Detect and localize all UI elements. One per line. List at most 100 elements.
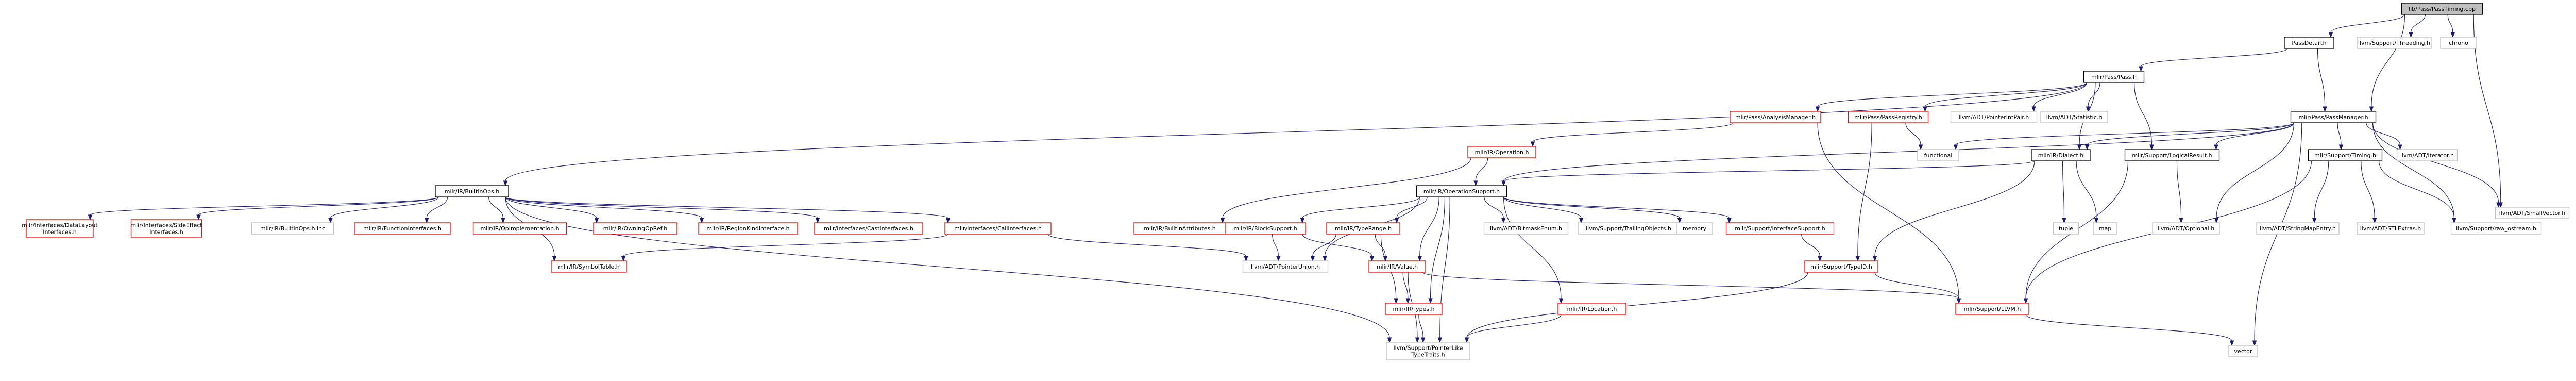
node-label: llvm/Support/PointerLike	[1394, 345, 1463, 352]
node-label: llvm/ADT/PointerIntPair.h	[1959, 114, 2029, 121]
node-label: mlir/Support/Timing.h	[2314, 152, 2376, 159]
edge-pass-to-analysismanager	[1815, 82, 2088, 112]
node-label: mlir/IR/BuiltinOps.h.inc	[260, 225, 325, 232]
edge-passmanager-to-optional	[2214, 122, 2295, 224]
edge-root-to-passmanager	[2369, 14, 2405, 112]
node-label: mlir/Interfaces/SideEffect	[130, 222, 202, 229]
edge-passregistry-to-functional	[1905, 122, 1923, 151]
edge-pass-to-passregistry	[1923, 82, 2088, 112]
edge-value-to-llvmh	[1422, 272, 1961, 304]
node-bitmaskenum: llvm/ADT/BitmaskEnum.h	[1483, 222, 1569, 235]
edge-builtinops-to-functioninterfaces	[425, 196, 448, 224]
edge-callinterfaces-to-pointerunion	[1047, 234, 1248, 262]
edge-operationsupport-to-bitmaskenum	[1484, 196, 1506, 224]
node-opimplementation: mlir/IR/OpImplementation.h	[472, 222, 567, 235]
node-label: llvm/ADT/PointerUnion.h	[1251, 263, 1320, 270]
node-label: mlir/IR/Types.h	[1393, 306, 1434, 312]
node-tuple: tuple	[2053, 222, 2079, 235]
edge-root-to-threading	[2409, 14, 2426, 38]
edge-passmanager-to-dialect	[2084, 122, 2295, 151]
edge-operation-to-builtinattributes	[1220, 157, 1471, 224]
node-label: mlir/IR/TypeRange.h	[1335, 225, 1392, 232]
node-label: mlir/Interfaces/CallInterfaces.h	[954, 225, 1042, 232]
node-label: llvm/ADT/StringMapEntry.h	[2260, 225, 2336, 232]
edge-pass-to-statistic	[2086, 82, 2100, 112]
node-pass[interactable]: mlir/Pass/Pass.h	[2083, 71, 2145, 83]
node-label: mlir/Support/InterfaceSupport.h	[1735, 225, 1825, 232]
node-blocksupport: mlir/IR/BlockSupport.h	[1225, 222, 1306, 235]
node-label: chrono	[2449, 40, 2468, 46]
node-stringmapentry: llvm/ADT/StringMapEntry.h	[2256, 222, 2340, 235]
node-operationsupport[interactable]: mlir/IR/OperationSupport.h	[1416, 185, 1507, 197]
node-label: mlir/IR/SymbolTable.h	[558, 263, 620, 270]
edge-blocksupport-to-pointerunion	[1272, 234, 1281, 262]
edge-operationsupport-to-types	[1428, 196, 1445, 304]
edge-timing-to-stlextras	[2361, 160, 2377, 224]
edge-callinterfaces-to-symboltable	[621, 234, 948, 262]
node-builtinops[interactable]: mlir/IR/BuiltinOps.h	[435, 185, 509, 197]
edge-builtinops-to-owningopref	[505, 196, 599, 224]
node-builtinopsinc: mlir/IR/BuiltinOps.h.inc	[251, 222, 334, 235]
node-timing[interactable]: mlir/Support/Timing.h	[2308, 149, 2383, 161]
node-label: Interfaces.h	[149, 229, 183, 236]
node-label: mlir/Interfaces/DataLayout	[22, 222, 98, 229]
node-label: llvm/Support/raw_ostream.h	[2456, 225, 2536, 232]
node-label: PassDetail.h	[2292, 40, 2326, 46]
edge-types-to-pointerliketypetraits	[1418, 314, 1426, 343]
node-chrono: chrono	[2440, 37, 2477, 49]
node-label: llvm/Support/Threading.h	[2358, 40, 2430, 46]
node-label: llvm/Support/TrailingObjects.h	[1586, 225, 1671, 232]
edge-location-to-pointerliketypetraits	[1464, 314, 1562, 343]
node-dialect[interactable]: mlir/IR/Dialect.h	[2031, 149, 2091, 161]
node-types: mlir/IR/Types.h	[1385, 303, 1443, 315]
node-vector: vector	[2228, 345, 2258, 357]
node-label: mlir/IR/Dialect.h	[2038, 152, 2084, 159]
edge-timing-to-rawostream	[2378, 160, 2456, 224]
node-memory: memory	[1676, 222, 1713, 235]
node-passmanager[interactable]: mlir/Pass/PassManager.h	[2290, 111, 2377, 123]
node-callinterfaces: mlir/Interfaces/CallInterfaces.h	[944, 222, 1052, 235]
edge-pass-to-logicalresult	[2134, 82, 2154, 151]
edge-operationsupport-to-typerange	[1394, 196, 1428, 224]
node-label: functional	[1924, 152, 1953, 159]
edge-operationsupport-to-value	[1417, 196, 1439, 262]
node-analysismanager: mlir/Pass/AnalysisManager.h	[1730, 111, 1821, 123]
edge-passmanager-to-timing	[2337, 122, 2344, 151]
node-label: mlir/Interfaces/CastInterfaces.h	[824, 225, 913, 232]
edge-typeid-to-pointerliketypetraits	[1464, 272, 1808, 343]
node-iterator: llvm/ADT/iterator.h	[2396, 149, 2458, 161]
edge-passregistry-to-typeid	[1855, 122, 1872, 262]
node-label: TypeTraits.h	[1411, 352, 1445, 358]
node-operation: mlir/IR/Operation.h	[1467, 146, 1536, 158]
edge-llvmh-to-vector	[2025, 314, 2234, 346]
edge-dialect-to-operationsupport	[1501, 160, 2035, 187]
edge-operationsupport-to-location	[1503, 196, 1564, 304]
node-label: mlir/Pass/PassManager.h	[2298, 114, 2368, 121]
node-label: llvm/ADT/Statistic.h	[2046, 114, 2103, 121]
node-statistic: llvm/ADT/Statistic.h	[2040, 111, 2108, 123]
edge-blocksupport-to-value	[1302, 234, 1375, 262]
node-stlextras: llvm/ADT/STLExtras.h	[2357, 222, 2425, 235]
node-passregistry: mlir/Pass/PassRegistry.h	[1848, 111, 1929, 123]
node-optional: llvm/ADT/Optional.h	[2152, 222, 2220, 235]
edge-value-to-types	[1402, 272, 1411, 304]
node-label: mlir/IR/BuiltinOps.h	[445, 188, 499, 195]
node-label: Interfaces.h	[43, 229, 76, 236]
edge-builtinops-to-datalayout	[88, 196, 439, 221]
edge-typerange-to-pointerunion	[1310, 234, 1336, 262]
edge-passdetail-to-pass	[2139, 48, 2288, 72]
node-label: mlir/IR/OwningOpRef.h	[603, 225, 667, 232]
node-label: memory	[1683, 225, 1706, 232]
node-label: tuple	[2059, 225, 2073, 232]
node-rawostream: llvm/Support/raw_ostream.h	[2450, 222, 2542, 235]
node-label: mlir/IR/FunctionInterfaces.h	[363, 225, 442, 232]
node-label: mlir/IR/Operation.h	[1475, 149, 1529, 156]
node-logicalresult[interactable]: mlir/Support/LogicalResult.h	[2124, 149, 2220, 161]
edge-typeid-to-llvmh	[1874, 272, 1961, 304]
node-passdetail[interactable]: PassDetail.h	[2284, 37, 2334, 49]
edge-operationsupport-to-blocksupport	[1300, 196, 1420, 224]
node-smallvector: llvm/ADT/SmallVector.h	[2495, 207, 2570, 219]
node-typeid: mlir/Support/TypeID.h	[1804, 260, 1878, 273]
node-builtinattributes: mlir/IR/BuiltinAttributes.h	[1133, 222, 1226, 235]
node-castinterfaces: mlir/Interfaces/CastInterfaces.h	[814, 222, 923, 235]
